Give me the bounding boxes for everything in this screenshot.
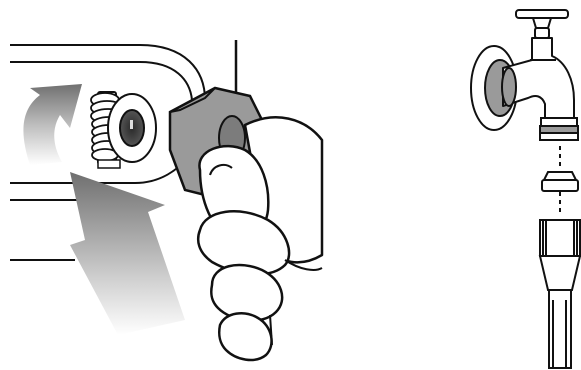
left-panel [10, 40, 322, 360]
hose-end [540, 220, 580, 368]
hose-connector [91, 92, 156, 168]
threaded-spout [540, 118, 578, 140]
rotation-arrow [23, 84, 82, 165]
tap-handle [516, 10, 568, 38]
push-arrow [70, 172, 185, 335]
washer [542, 172, 578, 191]
hand [198, 117, 322, 360]
right-panel [471, 10, 580, 368]
